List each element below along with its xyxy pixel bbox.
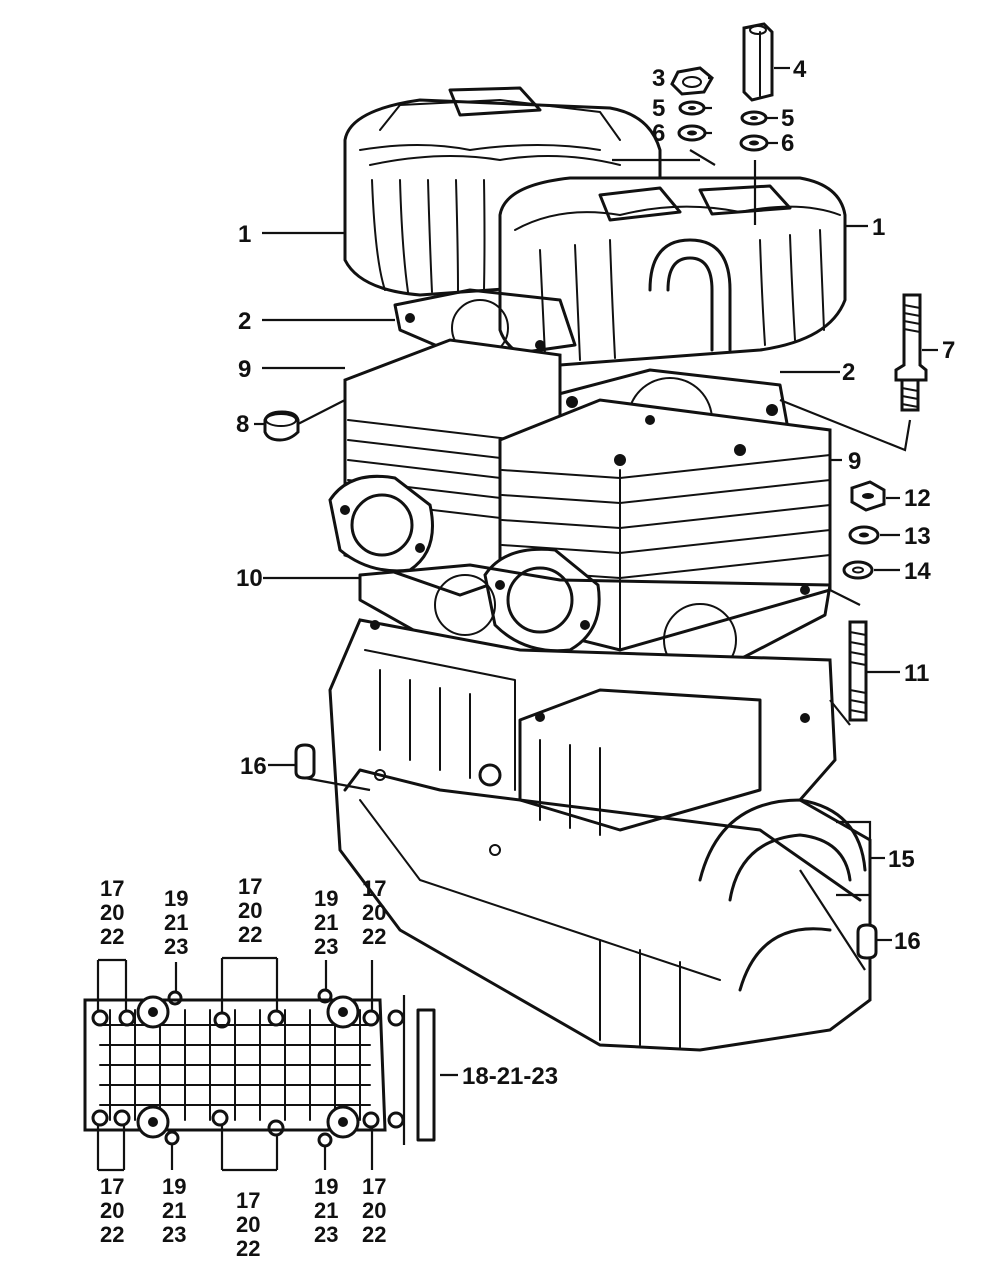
svg-text:20: 20 xyxy=(100,900,124,925)
svg-text:19: 19 xyxy=(314,1174,338,1199)
nut-3 xyxy=(670,66,714,96)
nut-12 xyxy=(850,480,886,512)
washer-6b xyxy=(739,134,769,152)
callout-labels: 1 1 2 2 3 4 5 5 6 6 7 8 9 9 10 11 12 13 … xyxy=(236,56,955,1090)
callout-5-right: 5 xyxy=(781,105,794,132)
callout-15: 15 xyxy=(888,846,915,873)
stack-17-20-22-bottom-a: 17 20 22 xyxy=(100,1174,124,1247)
callout-5-left: 5 xyxy=(652,95,665,122)
callout-16-left: 16 xyxy=(240,753,267,780)
svg-text:20: 20 xyxy=(238,898,262,923)
svg-text:23: 23 xyxy=(314,1222,338,1247)
bolt-group-labels: 17 20 22 19 21 23 17 20 22 19 21 23 17 2… xyxy=(100,874,386,1261)
callout-1-left: 1 xyxy=(238,221,251,248)
svg-text:19: 19 xyxy=(162,1174,186,1199)
callout-7: 7 xyxy=(942,337,955,364)
svg-text:21: 21 xyxy=(164,910,188,935)
crankcase xyxy=(328,585,872,1052)
callout-8: 8 xyxy=(236,411,249,438)
svg-text:22: 22 xyxy=(362,924,386,949)
lock-washer-5b xyxy=(740,110,768,126)
svg-text:17: 17 xyxy=(100,876,124,901)
washer-14 xyxy=(842,560,874,580)
svg-text:21: 21 xyxy=(314,1198,338,1223)
svg-text:20: 20 xyxy=(100,1198,124,1223)
callout-10: 10 xyxy=(236,565,263,592)
svg-text:23: 23 xyxy=(314,934,338,959)
svg-text:20: 20 xyxy=(362,900,386,925)
stack-17-20-22-top-b: 17 20 22 xyxy=(238,874,262,947)
callout-2-right: 2 xyxy=(842,359,855,386)
stack-17-20-22-top-c: 17 20 22 xyxy=(362,876,386,949)
svg-text:17: 17 xyxy=(362,876,386,901)
svg-text:23: 23 xyxy=(162,1222,186,1247)
stack-19-21-23-bottom-a: 19 21 23 xyxy=(162,1174,186,1247)
callout-14: 14 xyxy=(904,558,931,585)
callout-13: 13 xyxy=(904,523,931,550)
svg-text:17: 17 xyxy=(238,874,262,899)
svg-text:19: 19 xyxy=(164,886,188,911)
callout-16-right: 16 xyxy=(894,928,921,955)
svg-text:20: 20 xyxy=(362,1198,386,1223)
crankcase-bottom-view xyxy=(83,956,458,1172)
callout-9-left: 9 xyxy=(238,356,251,383)
callout-2-left: 2 xyxy=(238,308,251,335)
stud-bolt-7 xyxy=(894,293,928,412)
plug-8 xyxy=(263,410,300,442)
lock-washer-5a xyxy=(678,100,706,116)
callout-1-right: 1 xyxy=(872,214,885,241)
stack-17-20-22-bottom-c: 17 20 22 xyxy=(362,1174,386,1247)
callout-9-right: 9 xyxy=(848,448,861,475)
cylinder-front xyxy=(483,398,832,653)
svg-text:19: 19 xyxy=(314,886,338,911)
lock-washer-13 xyxy=(848,525,880,545)
callout-6-right: 6 xyxy=(781,130,794,157)
stack-19-21-23-top-b: 19 21 23 xyxy=(314,886,338,959)
callout-11: 11 xyxy=(904,660,929,687)
svg-text:22: 22 xyxy=(362,1222,386,1247)
svg-text:23: 23 xyxy=(164,934,188,959)
dowel-pin-16a xyxy=(294,743,316,780)
svg-text:17: 17 xyxy=(100,1174,124,1199)
stack-17-20-22-top-a: 17 20 22 xyxy=(100,876,124,949)
callout-4: 4 xyxy=(793,56,807,83)
stack-17-20-22-bottom-b: 17 20 22 xyxy=(236,1188,260,1261)
callout-6-left: 6 xyxy=(652,120,665,147)
sleeve-nut-4 xyxy=(742,22,774,102)
svg-text:17: 17 xyxy=(236,1188,260,1213)
dowel-pin-16b xyxy=(856,923,878,960)
washer-6a xyxy=(677,124,707,142)
svg-text:17: 17 xyxy=(362,1174,386,1199)
cylinder-head-front xyxy=(498,176,847,367)
stud-11 xyxy=(848,620,868,722)
stack-19-21-23-bottom-b: 19 21 23 xyxy=(314,1174,338,1247)
svg-text:22: 22 xyxy=(238,922,262,947)
svg-text:22: 22 xyxy=(100,1222,124,1247)
svg-text:21: 21 xyxy=(314,910,338,935)
callout-12: 12 xyxy=(904,485,931,512)
callout-18-21-23: 18-21-23 xyxy=(462,1063,558,1090)
callout-3: 3 xyxy=(652,65,665,92)
svg-text:22: 22 xyxy=(236,1236,260,1261)
stack-19-21-23-top-a: 19 21 23 xyxy=(164,886,188,959)
leader-lines xyxy=(254,66,938,971)
svg-text:20: 20 xyxy=(236,1212,260,1237)
svg-text:22: 22 xyxy=(100,924,124,949)
svg-text:21: 21 xyxy=(162,1198,186,1223)
